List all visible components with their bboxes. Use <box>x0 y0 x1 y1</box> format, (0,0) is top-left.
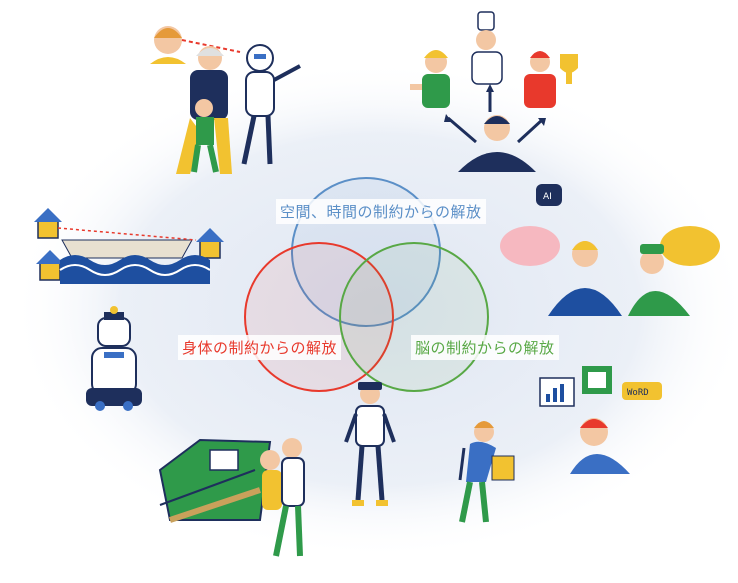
overloaded-worker-illustration: WoRD <box>539 366 662 474</box>
elderly-with-robot-illustration <box>150 26 301 174</box>
ai-badge-text: AI <box>543 192 552 202</box>
word-badge-text: WoRD <box>627 388 649 398</box>
venn-label-body: 身体の制約からの解放 <box>178 335 342 360</box>
security-robot-illustration <box>86 306 142 411</box>
venn-label-space-time: 空間、時間の制約からの解放 <box>276 199 486 224</box>
career-options-illustration <box>410 11 578 172</box>
exoskeleton-person-illustration <box>344 382 396 506</box>
conversation-translation-illustration: AI <box>500 184 720 316</box>
remote-connection-illustration <box>34 208 224 284</box>
disaster-rescue-illustration <box>158 438 305 557</box>
venn-circle-right <box>339 242 489 392</box>
venn-label-brain: 脳の制約からの解放 <box>411 335 559 360</box>
lifting-assist-illustration <box>458 421 515 523</box>
